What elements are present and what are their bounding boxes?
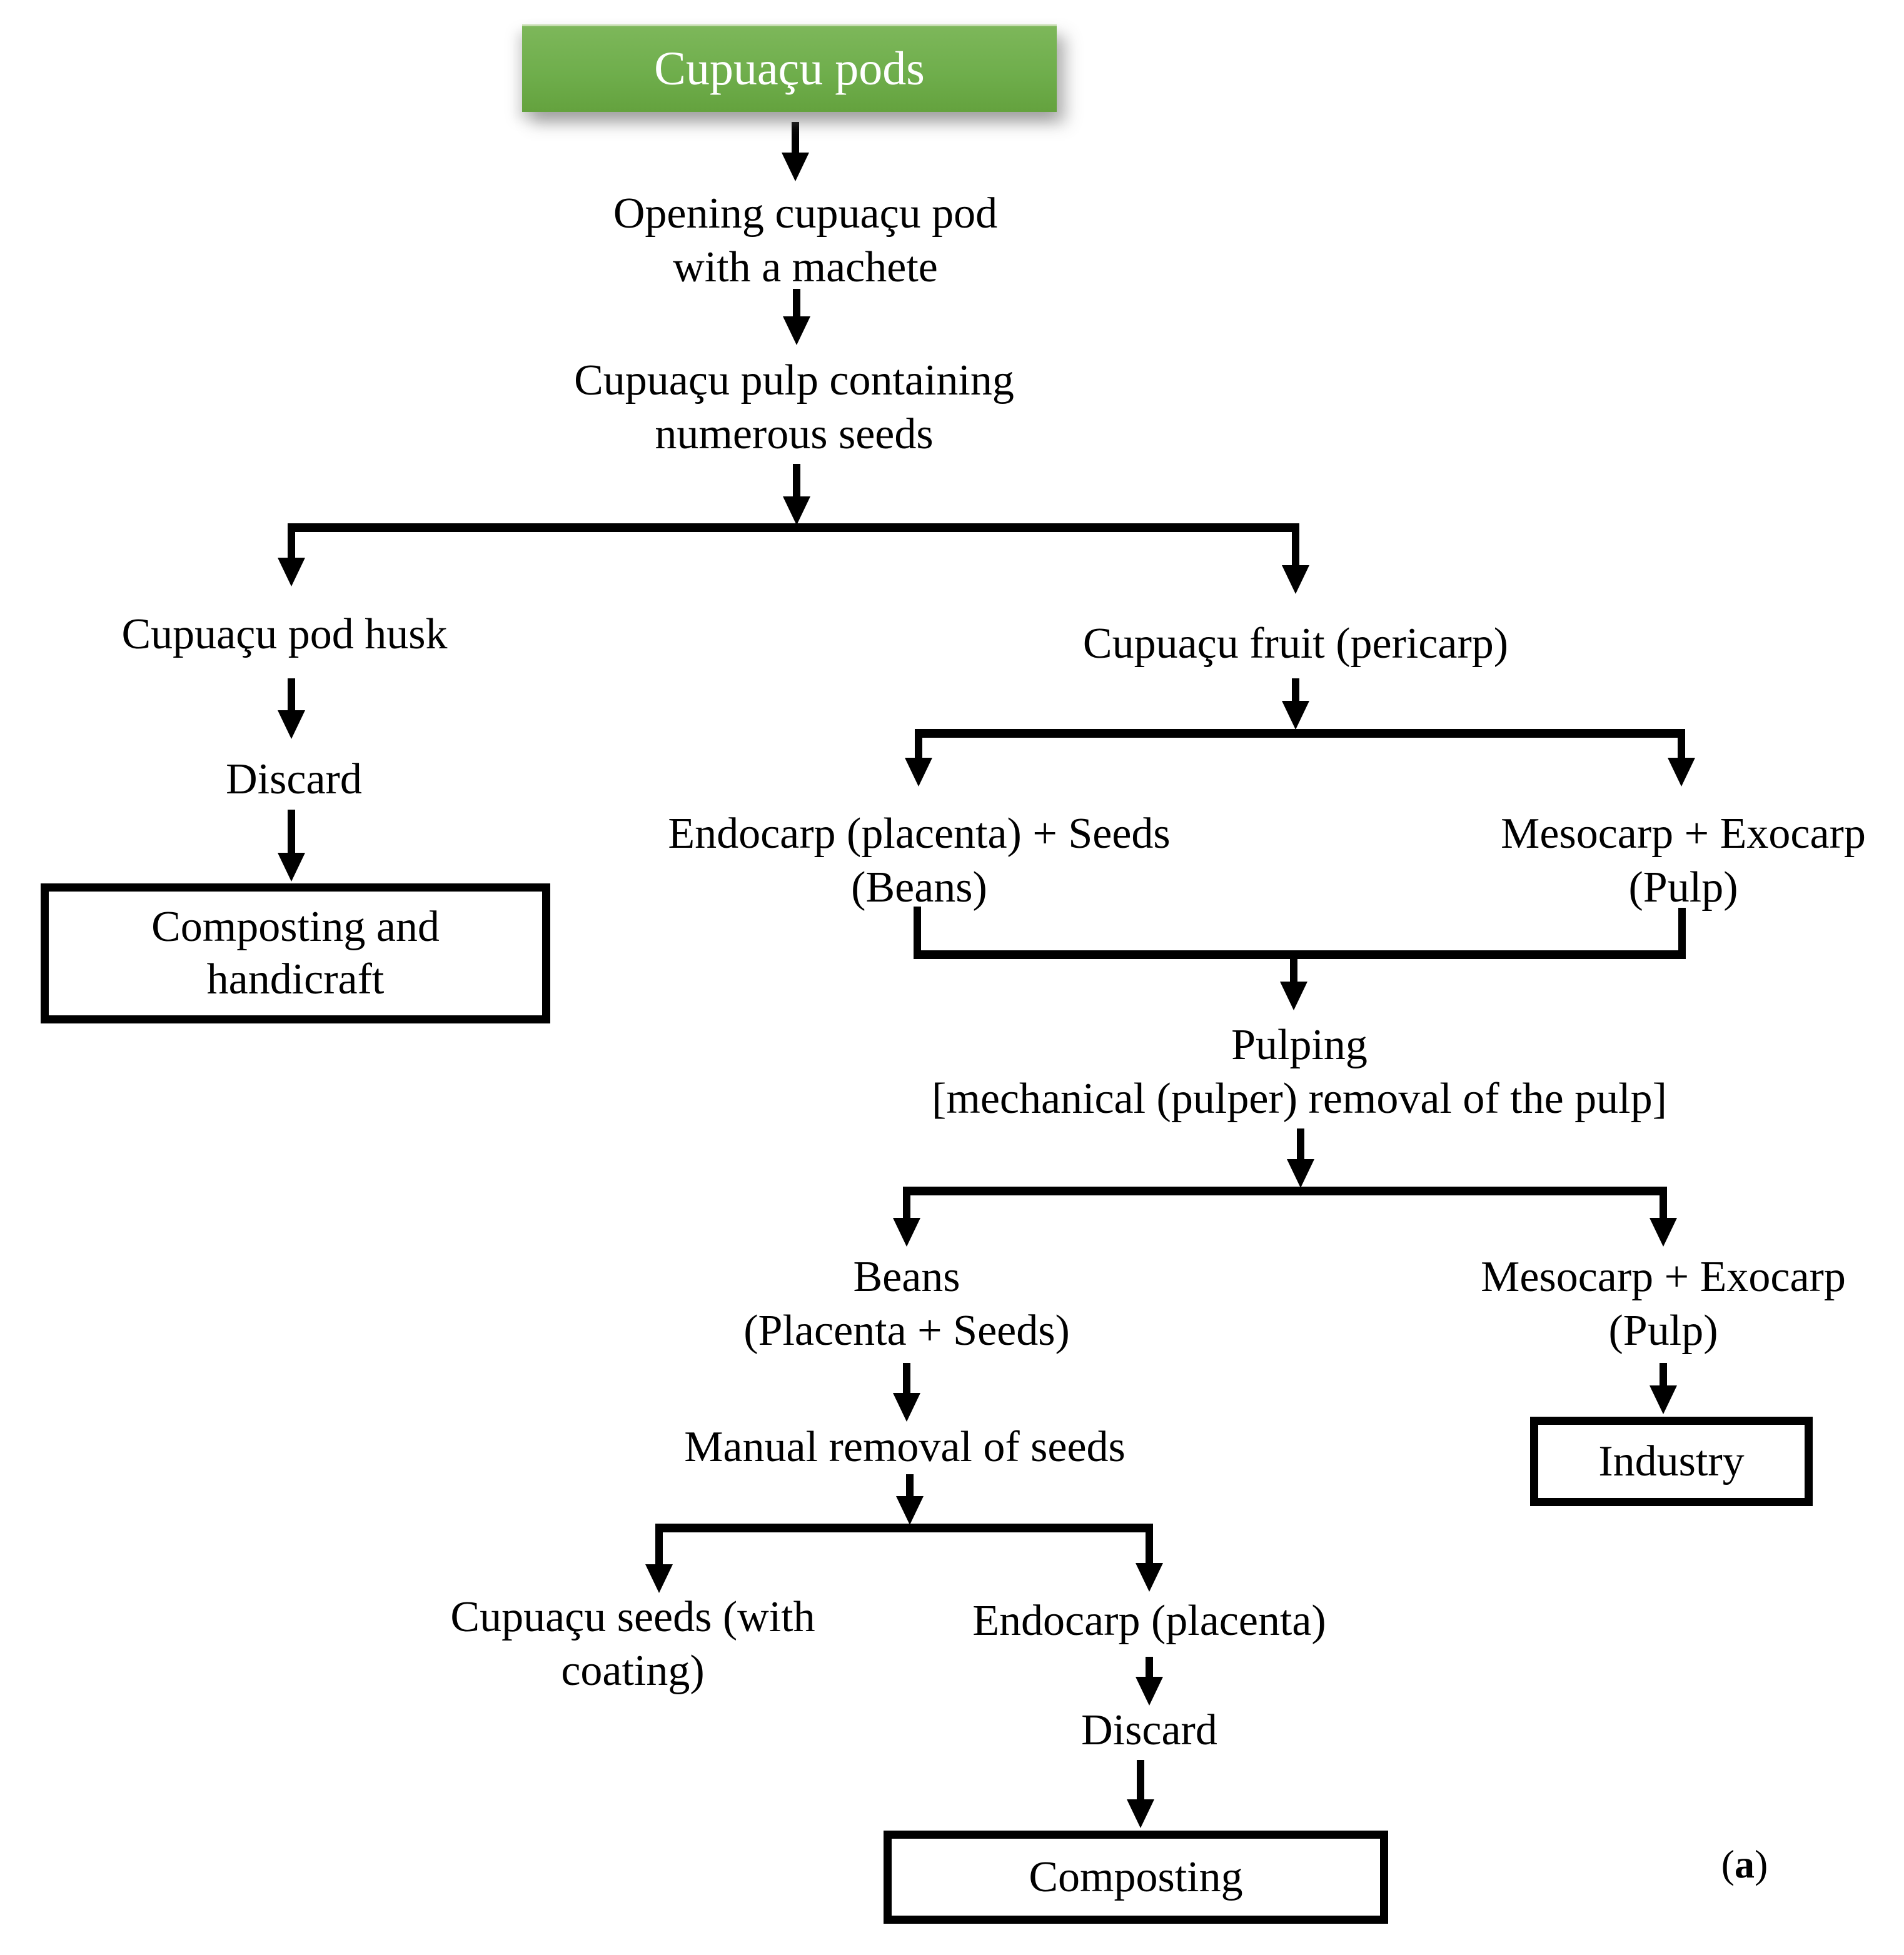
- figure-caption-letter: a: [1735, 1842, 1755, 1886]
- figure-caption-close-paren: ): [1755, 1842, 1768, 1886]
- node-endocarp-placenta-line1: Endocarp (placenta): [972, 1597, 1326, 1645]
- node-opening-pod: Opening cupuaçu pod with a machete: [613, 187, 997, 294]
- branch3-left-head: [893, 1218, 920, 1247]
- arrow-discard-to-composting-handicraft-head: [278, 853, 305, 882]
- node-cupuacu-pods-label: Cupuaçu pods: [654, 43, 925, 95]
- node-mesocarp-exocarp-2-line2: (Pulp): [1608, 1307, 1718, 1355]
- node-mesocarp-exocarp-1-line1: Mesocarp + Exocarp: [1501, 810, 1866, 858]
- branch2-left-head: [905, 758, 932, 787]
- node-pulping-line2: [mechanical (pulper) removal of the pulp…: [932, 1075, 1667, 1123]
- node-pulping: Pulping [mechanical (pulper) removal of …: [932, 1018, 1667, 1126]
- box-composting-handicraft-line1: Composting and: [151, 903, 440, 951]
- node-pulp-seeds-line1: Cupuaçu pulp containing: [574, 356, 1014, 405]
- node-mesocarp-exocarp-2-line1: Mesocarp + Exocarp: [1481, 1253, 1846, 1301]
- node-endocarp-seeds: Endocarp (placenta) + Seeds (Beans): [668, 807, 1170, 915]
- arrow-pulp-to-branch1-head: [783, 496, 810, 525]
- figure-caption-a: (a): [1721, 1841, 1768, 1887]
- branch1-right-head: [1282, 565, 1309, 594]
- box-composting-handicraft-text: Composting and handicraft: [151, 901, 440, 1006]
- node-cupuacu-pods: Cupuaçu pods: [522, 24, 1057, 112]
- node-seeds-coating-line2: coating): [561, 1647, 705, 1695]
- node-discard-husk: Discard: [226, 753, 362, 807]
- arrow-discard-to-composting-head: [1127, 1799, 1154, 1828]
- node-pod-husk: Cupuaçu pod husk: [121, 608, 447, 661]
- arrow-merge-to-pulping-head: [1280, 982, 1307, 1010]
- node-mesocarp-exocarp-1-line2: (Pulp): [1628, 863, 1738, 912]
- box-composting-handicraft-line2: handicraft: [206, 955, 385, 1003]
- box-industry: Industry: [1530, 1417, 1813, 1506]
- box-composting-text: Composting: [1029, 1851, 1242, 1904]
- node-discard-husk-line1: Discard: [226, 755, 362, 803]
- node-manual-removal: Manual removal of seeds: [684, 1420, 1126, 1474]
- branch4-right-head: [1136, 1563, 1163, 1592]
- node-discard-placenta-line1: Discard: [1081, 1706, 1217, 1754]
- node-endocarp-seeds-line2: (Beans): [851, 863, 987, 912]
- node-mesocarp-exocarp-2: Mesocarp + Exocarp (Pulp): [1481, 1250, 1846, 1358]
- box-composting: Composting: [884, 1831, 1388, 1924]
- box-industry-text: Industry: [1598, 1435, 1744, 1488]
- box-composting-handicraft: Composting and handicraft: [41, 883, 550, 1023]
- node-seeds-coating-line1: Cupuaçu seeds (with: [450, 1593, 815, 1641]
- arrow-husk-to-discard-head: [278, 710, 305, 739]
- node-opening-pod-line1: Opening cupuaçu pod: [613, 189, 998, 238]
- arrow-pulp2-to-industry-head: [1650, 1385, 1677, 1414]
- arrow-pulping-to-branch3-head: [1287, 1159, 1314, 1188]
- node-fruit-pericarp: Cupuaçu fruit (pericarp): [1083, 617, 1508, 671]
- node-pulp-seeds: Cupuaçu pulp containing numerous seeds: [574, 354, 1014, 461]
- box-composting-line1: Composting: [1029, 1852, 1243, 1901]
- arrow-beans-to-manual-head: [893, 1393, 920, 1422]
- node-opening-pod-line2: with a machete: [673, 243, 938, 291]
- arrow-fruit-to-branch2-head: [1282, 701, 1309, 730]
- node-fruit-pericarp-line1: Cupuaçu fruit (pericarp): [1082, 620, 1509, 668]
- branch2-right-head: [1668, 758, 1695, 787]
- box-industry-line1: Industry: [1598, 1437, 1745, 1485]
- node-discard-placenta: Discard: [1081, 1704, 1217, 1757]
- figure-caption-open-paren: (: [1721, 1842, 1735, 1886]
- node-beans-line2: (Placenta + Seeds): [743, 1307, 1070, 1355]
- node-mesocarp-exocarp-1: Mesocarp + Exocarp (Pulp): [1501, 807, 1866, 915]
- node-endocarp-seeds-line1: Endocarp (placenta) + Seeds: [668, 810, 1171, 858]
- arrow-endocarp-to-discard-head: [1136, 1677, 1163, 1706]
- node-beans: Beans (Placenta + Seeds): [743, 1250, 1070, 1358]
- arrow-manual-to-branch4-head: [896, 1496, 924, 1525]
- node-manual-removal-line1: Manual removal of seeds: [684, 1423, 1126, 1471]
- node-pod-husk-line1: Cupuaçu pod husk: [121, 610, 448, 658]
- node-endocarp-placenta: Endocarp (placenta): [972, 1594, 1326, 1648]
- node-beans-line1: Beans: [853, 1253, 960, 1301]
- arrow-pods-to-opening-head: [782, 153, 809, 181]
- node-seeds-coating: Cupuaçu seeds (with coating): [450, 1591, 815, 1698]
- node-pulping-line1: Pulping: [1231, 1021, 1368, 1069]
- arrow-opening-to-pulp-head: [783, 316, 810, 345]
- branch1-left-head: [278, 558, 305, 586]
- node-pulp-seeds-line2: numerous seeds: [655, 410, 934, 458]
- branch4-left-head: [645, 1564, 673, 1593]
- branch3-right-head: [1650, 1218, 1677, 1247]
